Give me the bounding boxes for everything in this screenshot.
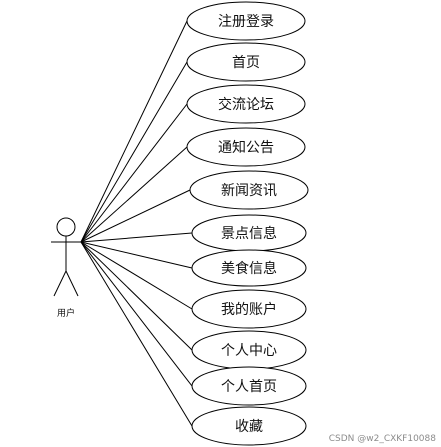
use-case: 注册登录 bbox=[186, 1, 306, 41]
use-case-label: 新闻资讯 bbox=[221, 183, 277, 199]
association-line bbox=[80, 20, 188, 243]
use-case-ellipse bbox=[186, 84, 306, 124]
association-line bbox=[80, 241, 193, 387]
association-line bbox=[80, 241, 193, 427]
use-case: 个人中心 bbox=[191, 330, 307, 370]
use-case-label: 交流论坛 bbox=[218, 96, 274, 113]
association-line bbox=[80, 232, 193, 243]
association-line bbox=[80, 241, 193, 351]
actor-user: 用户 bbox=[51, 217, 81, 319]
use-case-label: 美食信息 bbox=[221, 260, 277, 277]
use-case-label: 个人首页 bbox=[221, 379, 277, 395]
use-case-ellipse bbox=[191, 406, 307, 446]
use-case-label: 个人中心 bbox=[221, 343, 277, 359]
use-case: 首页 bbox=[186, 42, 306, 82]
actor-left-leg bbox=[53, 270, 67, 297]
actor-label: 用户 bbox=[57, 307, 75, 319]
use-case-label: 收藏 bbox=[235, 419, 263, 435]
use-case: 通知公告 bbox=[186, 127, 306, 167]
association-line bbox=[80, 61, 188, 243]
association-line bbox=[80, 103, 188, 243]
use-case: 交流论坛 bbox=[186, 84, 306, 124]
use-case-label: 首页 bbox=[232, 55, 260, 71]
use-case: 收藏 bbox=[191, 406, 307, 446]
use-case: 新闻资讯 bbox=[189, 170, 309, 210]
association-line bbox=[80, 241, 193, 269]
use-case-ellipse bbox=[191, 366, 307, 406]
use-case-ellipse bbox=[191, 289, 307, 329]
use-case-ellipse bbox=[186, 42, 306, 82]
use-case: 景点信息 bbox=[191, 214, 307, 252]
use-case-label: 我的账户 bbox=[221, 301, 277, 318]
use-case: 个人首页 bbox=[191, 366, 307, 406]
use-case-ellipse bbox=[191, 249, 307, 287]
use-case-label: 通知公告 bbox=[218, 139, 274, 156]
use-case-label: 景点信息 bbox=[221, 225, 277, 242]
use-case-ellipse bbox=[186, 127, 306, 167]
use-case-ellipse bbox=[189, 170, 309, 210]
actor-head bbox=[56, 217, 76, 237]
use-case: 美食信息 bbox=[191, 249, 307, 287]
use-case-ellipse bbox=[186, 1, 306, 41]
actor-right-leg bbox=[65, 270, 79, 297]
use-case: 我的账户 bbox=[191, 289, 307, 329]
association-lines bbox=[80, 20, 193, 427]
use-case-label: 注册登录 bbox=[218, 14, 274, 30]
association-line bbox=[80, 241, 193, 310]
association-line bbox=[80, 146, 188, 243]
association-line bbox=[80, 189, 191, 243]
watermark: CSDN @w2_CXKF10088 bbox=[329, 434, 437, 444]
